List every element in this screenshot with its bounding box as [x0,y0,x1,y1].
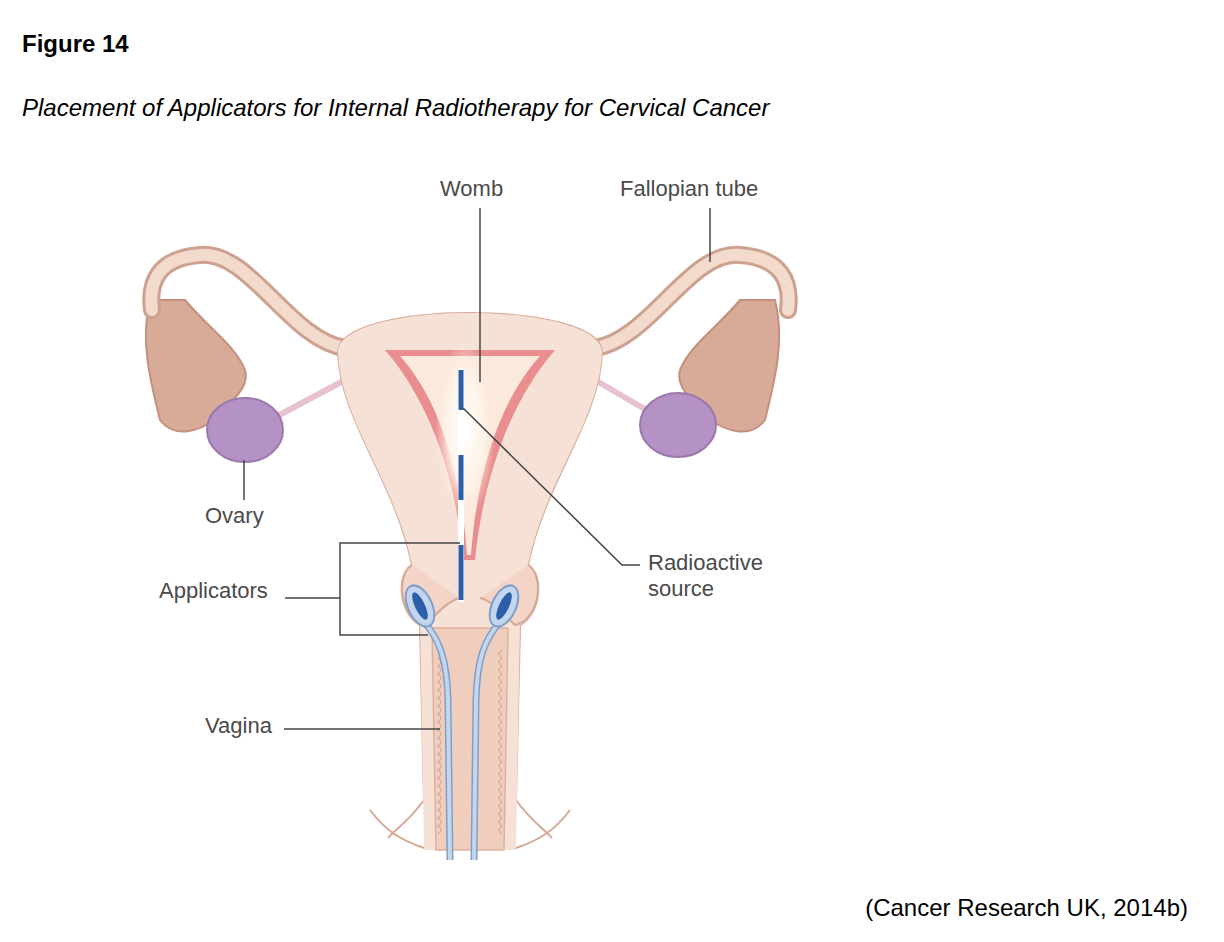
applicator-tube [424,622,450,860]
tandem-applicator [458,368,464,602]
ovary [640,393,716,457]
leader-line [284,728,440,730]
part-label: Applicators [159,578,268,604]
part-label: Fallopian tube [620,176,758,202]
ligament [270,380,345,420]
ovoid-applicator [400,581,440,631]
ovary [207,398,283,462]
labia [516,810,570,848]
ovoid-source [493,590,515,621]
radioactive-source [459,545,464,600]
bracket [340,543,460,635]
part-label: Radioactive source [648,550,798,603]
part-label: Ovary [205,503,264,529]
part-label: Vagina [205,713,272,739]
fallopian-tube [595,255,789,348]
fallopian-tube [151,255,345,348]
figure-title: Figure 14 [22,30,129,59]
figure-caption: Placement of Applicators for Internal Ra… [22,94,769,123]
leader-line [243,460,245,500]
applicator-tube [474,622,500,860]
leader-line [709,208,711,262]
leader-line [463,408,640,565]
fallopian-tube [151,255,345,348]
ovoid-applicator [484,581,524,631]
radioactive-source [459,455,464,500]
fallopian-tube [595,255,789,348]
leader-line [479,208,481,382]
leader-line [285,597,340,599]
labia [370,810,424,848]
radioactive-source [459,370,464,410]
source-note: (Cancer Research UK, 2014b) [865,894,1188,923]
ovoid-source [409,590,431,621]
applicator-tube [474,622,500,860]
part-label: Womb [440,176,503,202]
uterus [338,313,602,850]
applicator-tube [424,622,450,860]
